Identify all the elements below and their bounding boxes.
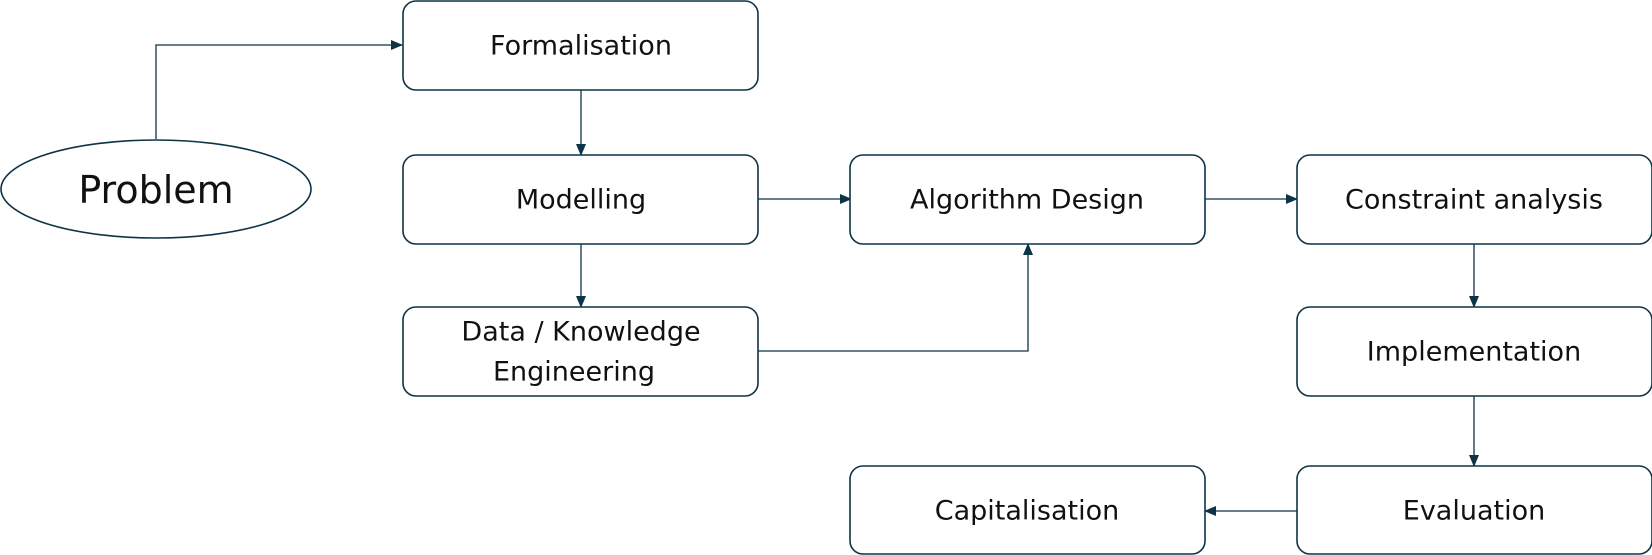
node-modelling-label: Modelling [516,185,646,216]
node-capitalisation: Capitalisation [849,465,1206,555]
node-evaluation: Evaluation [1296,465,1652,555]
node-implementation-label: Implementation [1367,337,1581,368]
node-problem-label: Problem [78,168,233,212]
node-problem: Problem [0,139,312,239]
node-modelling: Modelling [402,154,759,245]
node-formalisation: Formalisation [402,0,759,91]
node-algorithm-design-label: Algorithm Design [910,185,1144,216]
node-constraint-analysis: Constraint analysis [1296,154,1652,245]
node-formalisation-label: Formalisation [490,31,672,62]
node-data-knowledge-engineering-label-line-2: Engineering [493,357,655,388]
node-data-knowledge-engineering: Data / Knowledge Engineering [402,306,759,397]
node-evaluation-label: Evaluation [1403,496,1545,527]
node-algorithm-design: Algorithm Design [849,154,1206,245]
node-constraint-analysis-label: Constraint analysis [1345,185,1603,216]
node-implementation: Implementation [1296,306,1652,397]
node-capitalisation-label: Capitalisation [935,496,1120,527]
node-data-knowledge-engineering-label-line-1: Data / Knowledge [461,317,700,348]
edge-data-knowledge-engineering-to-algorithm-design [758,243,1033,352]
edge-problem-to-formalisation [155,40,403,139]
